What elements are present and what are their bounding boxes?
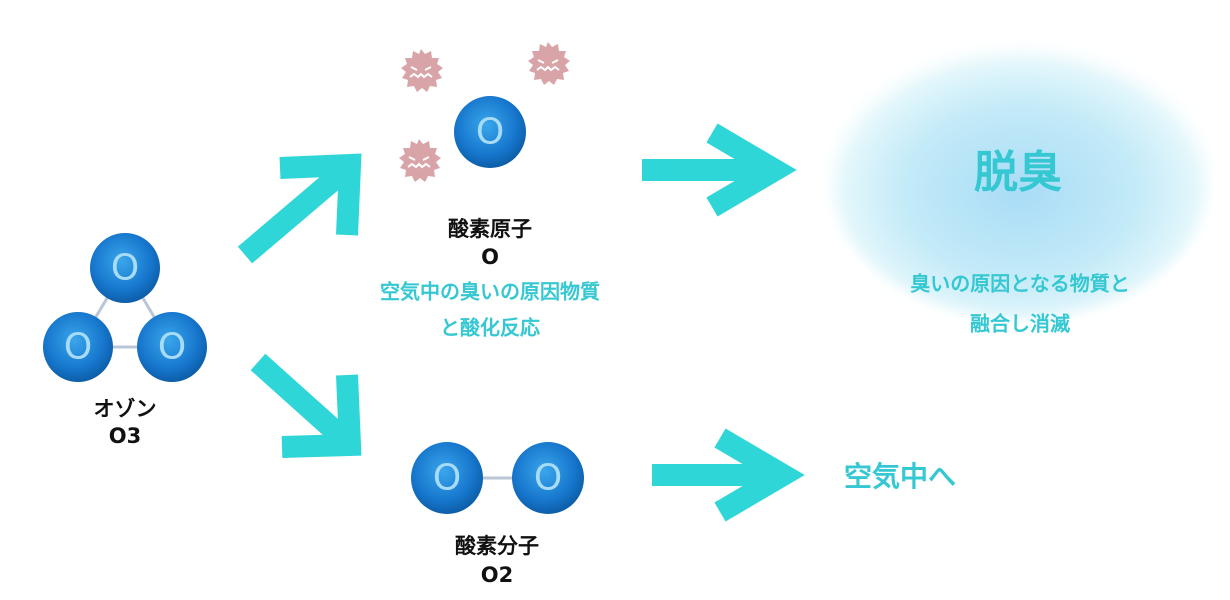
arrow-right-top xyxy=(642,123,797,217)
oxygen-atom-formula: O xyxy=(481,245,499,269)
svg-text:O: O xyxy=(534,458,562,499)
oxidation-desc-line1: 空気中の臭いの原因物質 xyxy=(380,279,600,304)
svg-text:O: O xyxy=(158,327,186,368)
deodorize-cloud xyxy=(830,38,1210,318)
deodorize-title: 脱臭 xyxy=(974,147,1062,198)
svg-text:O: O xyxy=(64,327,92,368)
svg-text:O: O xyxy=(111,248,139,289)
svg-text:O: O xyxy=(476,112,504,153)
oxygen-atom-label: 酸素原子 xyxy=(448,217,532,241)
deodorize-desc-line1: 臭いの原因となる物質と xyxy=(910,271,1130,296)
arrow-down-right xyxy=(250,353,362,458)
oxygen-molecule-label: 酸素分子 xyxy=(455,534,539,558)
germ-icon xyxy=(398,138,442,183)
oxygen-atom: O xyxy=(454,96,526,168)
oxygen-molecule-formula: O2 xyxy=(480,563,514,587)
ozone-molecule: O O O xyxy=(43,233,207,382)
atom xyxy=(90,233,160,303)
germ-icon xyxy=(527,41,571,86)
ozone-formula: O3 xyxy=(108,424,142,448)
atom xyxy=(137,312,207,382)
oxygen-molecule: O O xyxy=(411,442,584,514)
ozone-label: オゾン xyxy=(93,397,157,421)
to-air-label: 空気中へ xyxy=(843,460,957,493)
germ-icon xyxy=(400,48,444,93)
atom xyxy=(43,312,113,382)
arrow-right-bottom xyxy=(652,428,805,522)
oxidation-desc-line2: と酸化反応 xyxy=(440,315,540,340)
deodorize-desc-line2: 融合し消滅 xyxy=(970,311,1070,336)
arrow-up-right xyxy=(237,153,362,264)
svg-text:O: O xyxy=(433,458,461,499)
